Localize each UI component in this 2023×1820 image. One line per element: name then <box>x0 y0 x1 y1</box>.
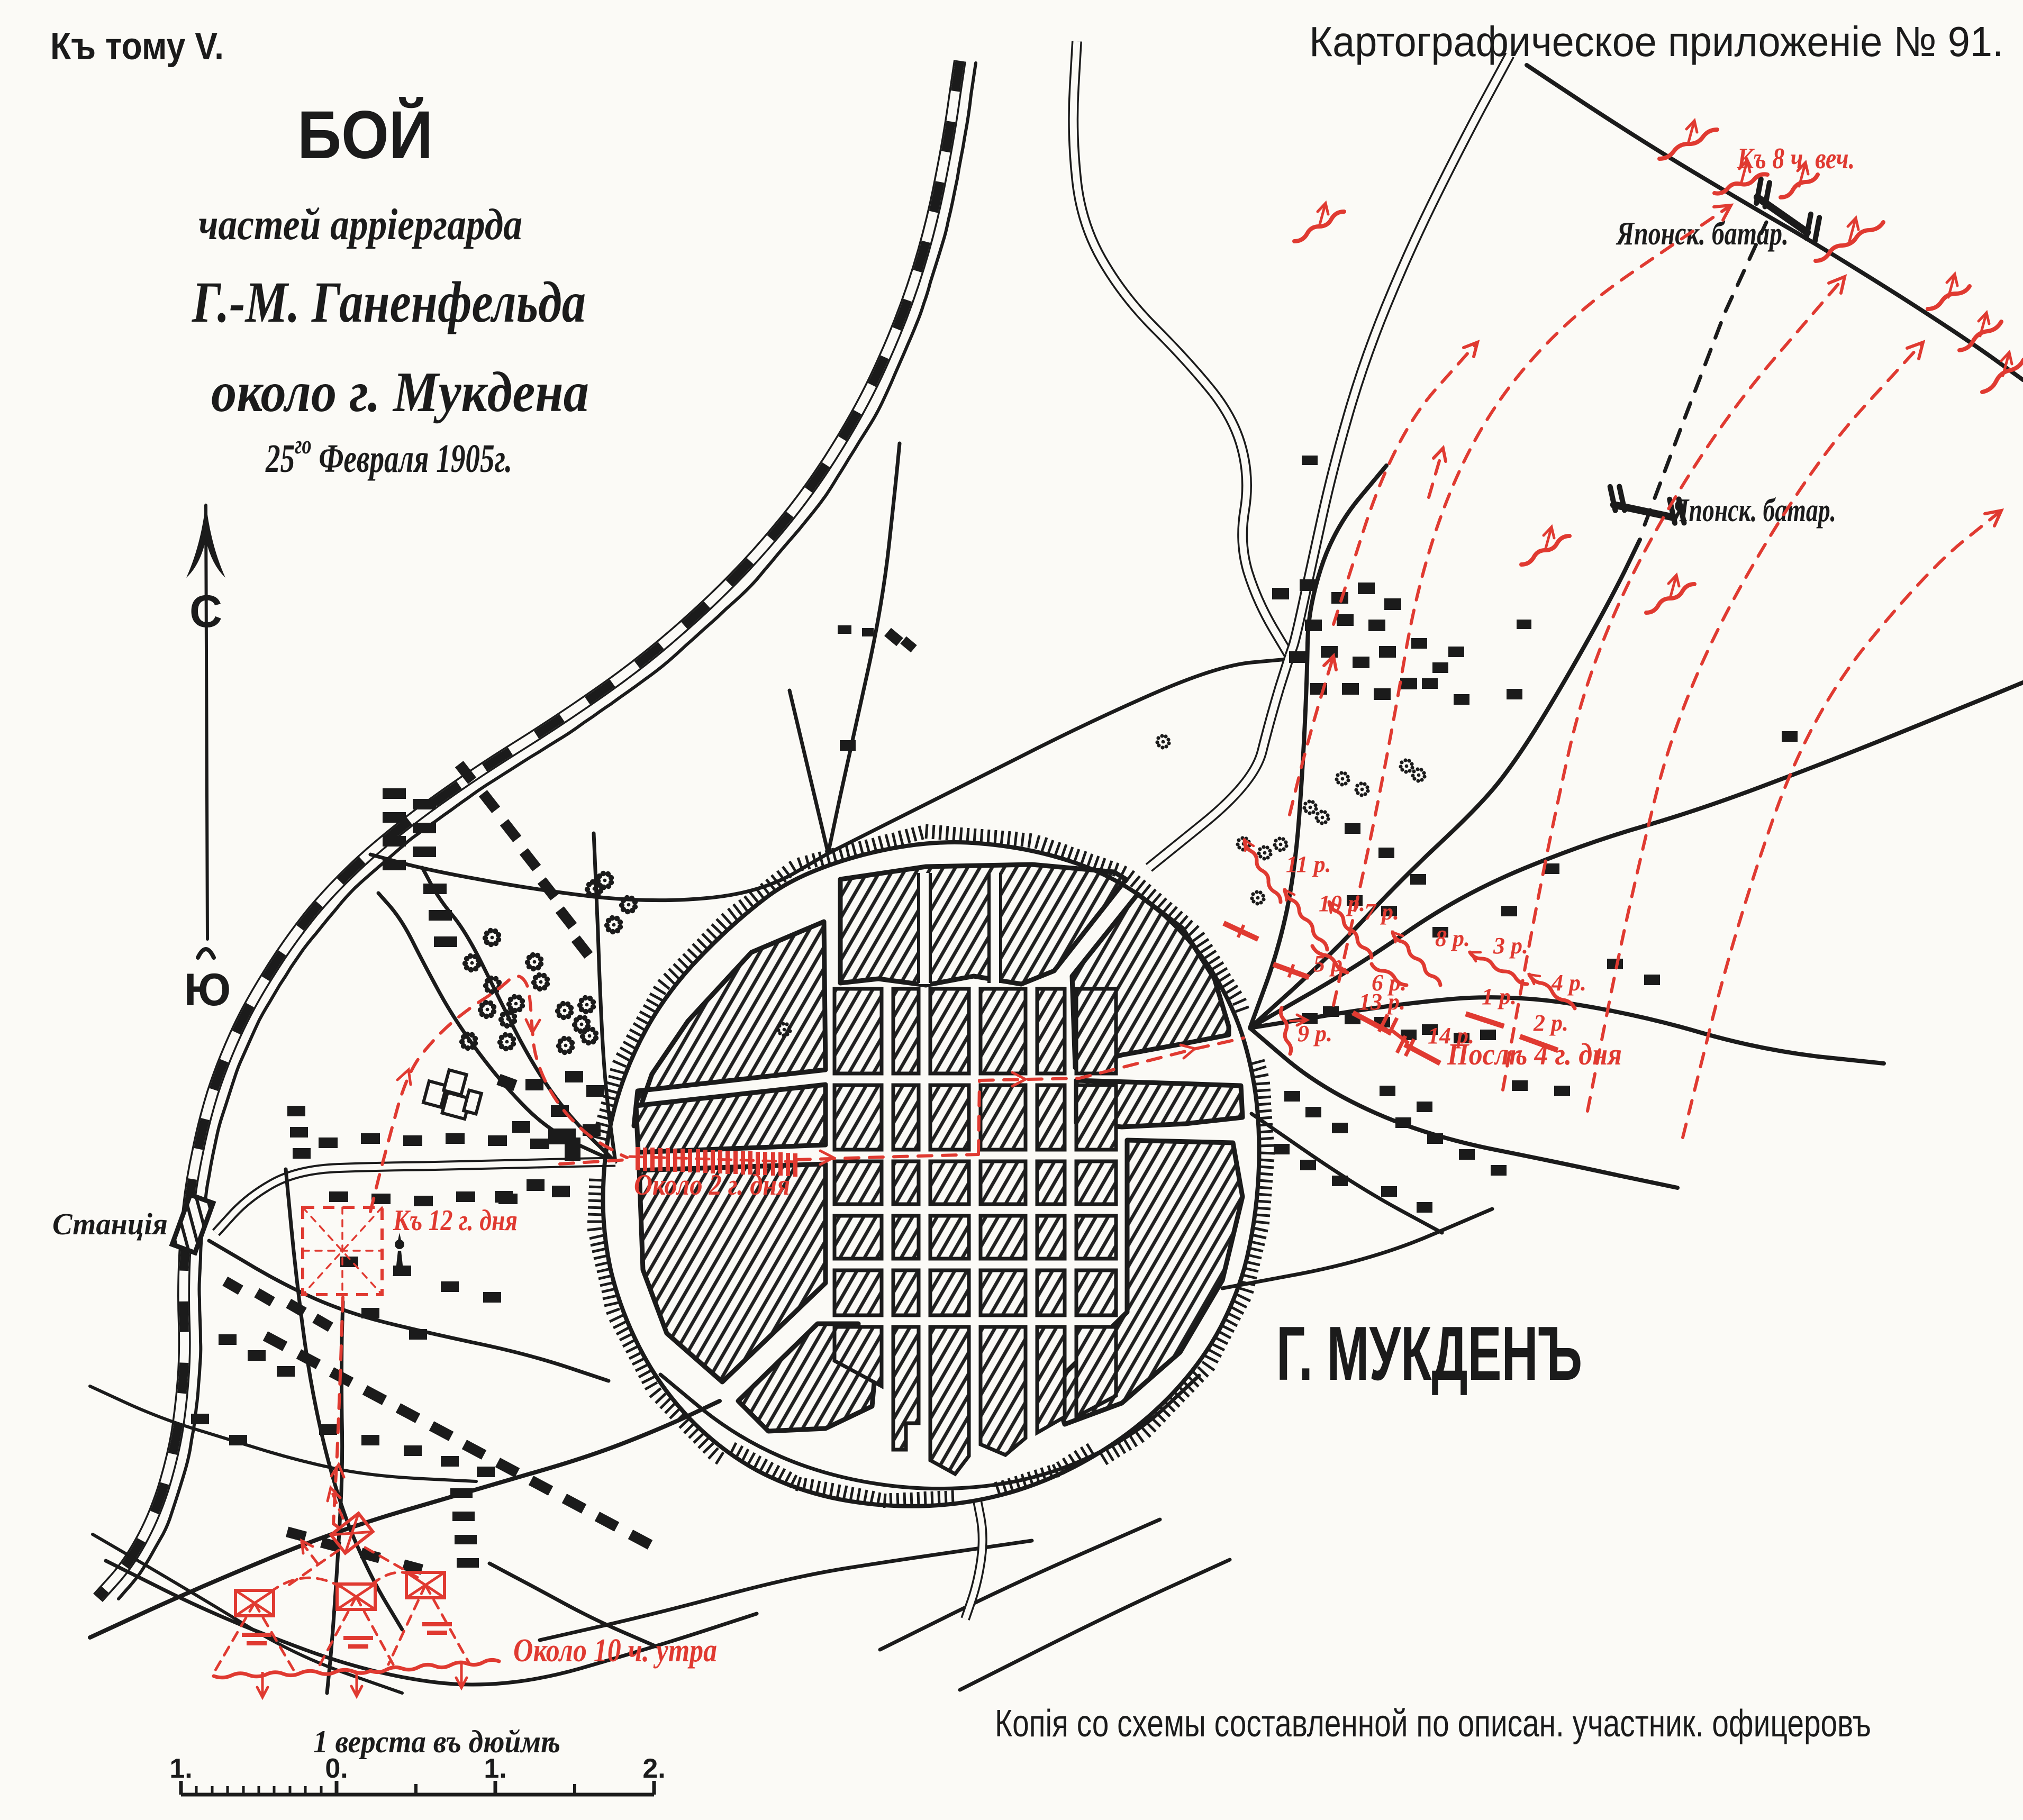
svg-text:7 р.: 7 р. <box>1364 899 1399 925</box>
svg-text:3 р.: 3 р. <box>1493 933 1528 959</box>
svg-text:Г. МУКДЕНЪ: Г. МУКДЕНЪ <box>1276 1311 1582 1396</box>
svg-text:11 р.: 11 р. <box>1286 851 1331 877</box>
svg-text:2.: 2. <box>642 1753 665 1784</box>
svg-text:6 р.: 6 р. <box>1372 970 1407 996</box>
svg-text:Около 2 г. дня: Около 2 г. дня <box>634 1169 790 1202</box>
svg-text:2 р.: 2 р. <box>1533 1010 1568 1036</box>
svg-text:Къ 8 ч. веч.: Къ 8 ч. веч. <box>1737 142 1855 175</box>
svg-text:9 р.: 9 р. <box>1298 1021 1332 1046</box>
svg-text:Ю: Ю <box>184 964 231 1015</box>
svg-text:10 р.: 10 р. <box>1319 890 1365 916</box>
svg-text:1 р.: 1 р. <box>1482 984 1517 1009</box>
svg-text:Картографическое приложеніе №: Картографическое приложеніе № 91. <box>1309 18 2003 65</box>
svg-text:0.: 0. <box>325 1753 348 1784</box>
svg-text:Г.-М. Ганенфельда: Г.-М. Ганенфельда <box>191 270 586 334</box>
svg-text:БОЙ: БОЙ <box>297 97 433 173</box>
svg-text:около г. Мукдена: около г. Мукдена <box>211 361 589 424</box>
svg-text:1.: 1. <box>484 1753 506 1784</box>
svg-text:4 р.: 4 р. <box>1551 970 1586 996</box>
svg-text:Къ 12 г. дня: Къ 12 г. дня <box>393 1204 518 1237</box>
svg-text:Къ тому V.: Къ тому V. <box>50 25 224 68</box>
svg-text:частей арріергарда: частей арріергарда <box>198 200 522 249</box>
svg-text:Японск. батар.: Японск. батар. <box>1616 216 1789 252</box>
svg-text:С: С <box>189 586 222 637</box>
svg-text:Японск. батар.: Японск. батар. <box>1672 493 1836 529</box>
svg-text:1.: 1. <box>169 1753 192 1784</box>
svg-text:Послѣ 4 г. дня: Послѣ 4 г. дня <box>1447 1037 1622 1071</box>
svg-text:Станція: Станція <box>52 1207 168 1241</box>
svg-text:Около 10 ч. утра: Около 10 ч. утра <box>513 1633 717 1669</box>
svg-text:8 р.: 8 р. <box>1435 925 1470 951</box>
svg-text:14 р.: 14 р. <box>1428 1023 1474 1049</box>
svg-text:Копія со схемы составленной по: Копія со схемы составленной по описан. у… <box>995 1703 1871 1745</box>
svg-text:5 р.: 5 р. <box>1313 951 1348 977</box>
svg-text:1 верста въ дюймѣ: 1 верста въ дюймѣ <box>313 1724 560 1759</box>
svg-text:13 р.: 13 р. <box>1359 989 1405 1015</box>
